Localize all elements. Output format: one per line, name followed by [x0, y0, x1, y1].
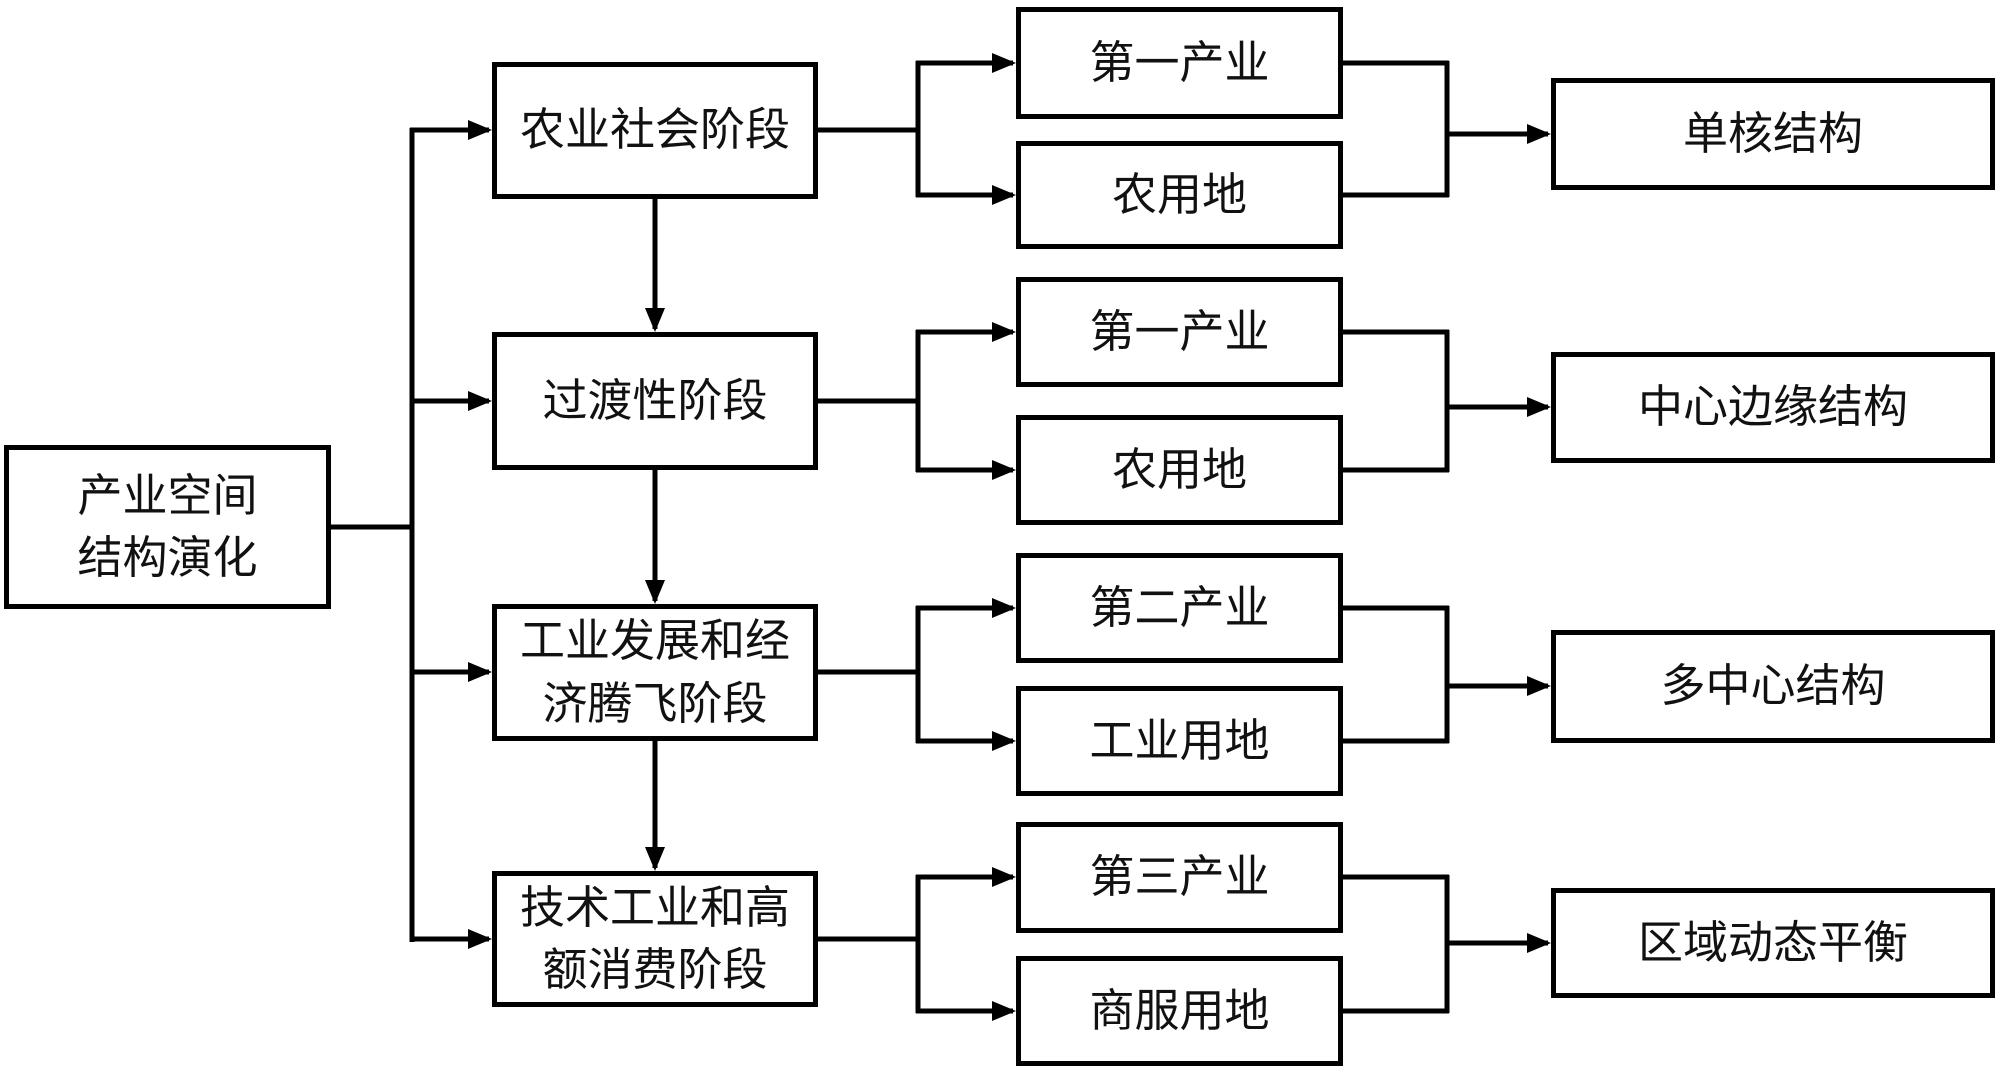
result-2-label: 中心边缘结构	[1637, 382, 1908, 433]
stage-1-label: 农业社会阶段	[519, 105, 790, 156]
land-box-4: 商服用地	[1016, 956, 1343, 1066]
result-1-label: 单核结构	[1682, 108, 1863, 159]
stage-box-3: 工业发展和经 济腾飞阶段	[492, 604, 818, 741]
stage-4-label: 技术工业和高 额消费阶段	[519, 882, 790, 995]
industry-3-label: 第二产业	[1089, 582, 1270, 633]
industry-box-4: 第三产业	[1016, 822, 1343, 933]
result-box-4: 区域动态平衡	[1551, 888, 1995, 998]
result-3-label: 多中心结构	[1660, 661, 1886, 712]
root-label: 产业空间 结构演化	[77, 470, 258, 583]
result-4-label: 区域动态平衡	[1637, 917, 1908, 968]
industry-box-3: 第二产业	[1016, 553, 1343, 663]
industry-box-2: 第一产业	[1016, 277, 1343, 387]
industry-box-1: 第一产业	[1016, 7, 1343, 119]
land-1-label: 农用地	[1111, 169, 1247, 220]
land-box-1: 农用地	[1016, 141, 1343, 249]
industry-1-label: 第一产业	[1089, 37, 1270, 88]
land-box-3: 工业用地	[1016, 686, 1343, 796]
land-3-label: 工业用地	[1089, 715, 1270, 766]
stage-box-1: 农业社会阶段	[492, 62, 818, 199]
result-box-2: 中心边缘结构	[1551, 352, 1995, 463]
stage-2-label: 过渡性阶段	[542, 375, 768, 426]
land-2-label: 农用地	[1111, 444, 1247, 495]
stage-box-4: 技术工业和高 额消费阶段	[492, 871, 818, 1007]
industry-4-label: 第三产业	[1089, 852, 1270, 903]
stage-box-2: 过渡性阶段	[492, 332, 818, 470]
land-box-2: 农用地	[1016, 415, 1343, 525]
stage-3-label: 工业发展和经 济腾飞阶段	[519, 616, 790, 729]
land-4-label: 商服用地	[1089, 985, 1270, 1036]
result-box-1: 单核结构	[1551, 78, 1995, 190]
industry-2-label: 第一产业	[1089, 306, 1270, 357]
result-box-3: 多中心结构	[1551, 630, 1995, 743]
root-box: 产业空间 结构演化	[4, 445, 331, 609]
